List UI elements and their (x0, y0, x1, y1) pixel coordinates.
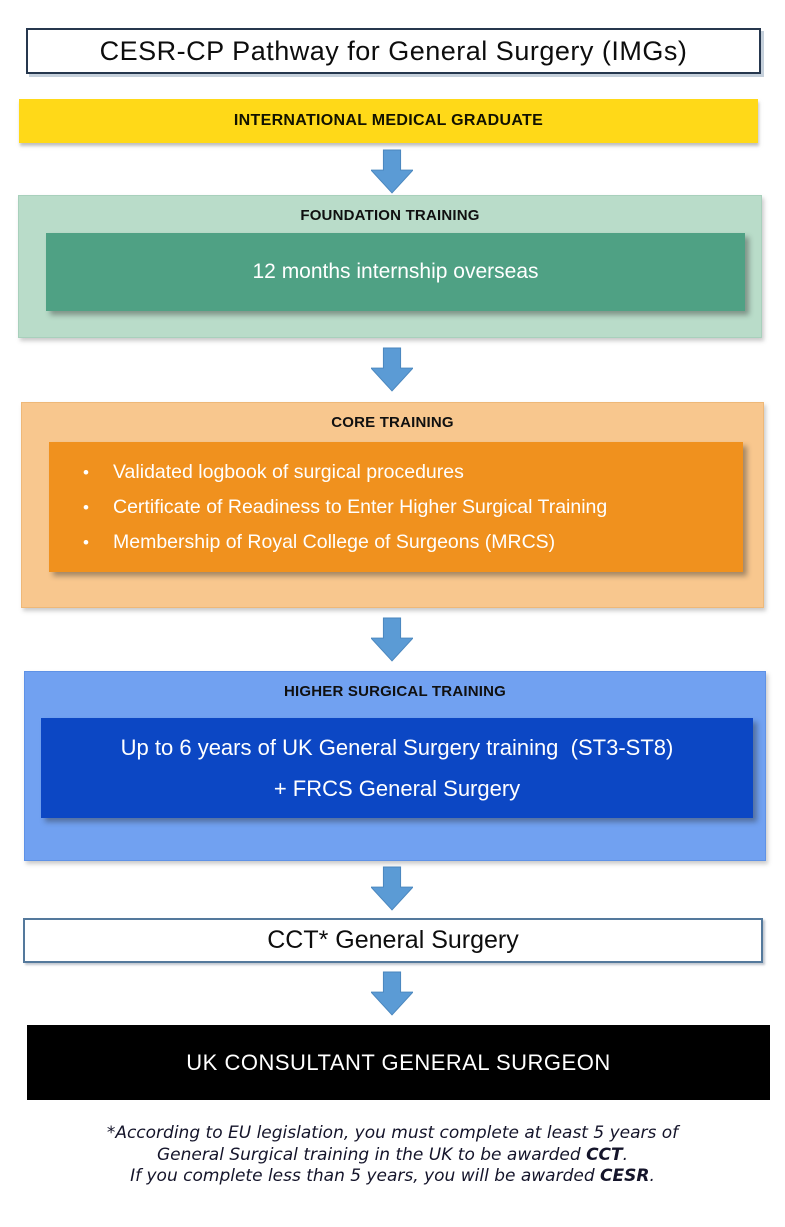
footnote-line-3: If you complete less than 5 years, you w… (0, 1166, 785, 1188)
core-requirement-text: Validated logbook of surgical procedures (113, 460, 464, 483)
footnote: *According to EU legislation, you must c… (0, 1123, 785, 1188)
stage-higher-surgical-training: HIGHER SURGICAL TRAINING Up to 6 years o… (24, 671, 766, 861)
stage-uk-consultant-general-surgeon: UK CONSULTANT GENERAL SURGEON (27, 1025, 770, 1100)
bullet-icon: • (83, 532, 89, 552)
footnote-bold-cesr: CESR (600, 1166, 650, 1186)
stage-international-medical-graduate: INTERNATIONAL MEDICAL GRADUATE (19, 99, 758, 143)
bullet-icon: • (83, 497, 89, 517)
footnote-text: *According to EU legislation, you must c… (106, 1123, 679, 1143)
core-training-header: CORE TRAINING (331, 414, 454, 431)
down-arrow-icon (369, 347, 415, 392)
core-requirement-text: Certificate of Readiness to Enter Higher… (113, 495, 608, 518)
down-arrow-icon (369, 149, 415, 194)
core-requirement-item: • Membership of Royal College of Surgeon… (77, 531, 743, 554)
footnote-line-1: *According to EU legislation, you must c… (0, 1123, 785, 1145)
stage-foundation-training: FOUNDATION TRAINING 12 months internship… (18, 195, 762, 338)
foundation-training-header: FOUNDATION TRAINING (300, 207, 480, 224)
down-arrow-icon (369, 971, 415, 1016)
down-arrow-icon (369, 866, 415, 911)
down-arrow-icon (369, 149, 415, 194)
footnote-text: . (622, 1144, 629, 1165)
title-box: CESR-CP Pathway for General Surgery (IMG… (26, 28, 761, 74)
down-arrow-icon (369, 617, 415, 662)
higher-training-detail-box: Up to 6 years of UK General Surgery trai… (41, 718, 753, 818)
down-arrow-icon (369, 971, 415, 1016)
footnote-text: General Surgical training in the UK to b… (156, 1144, 587, 1165)
bullet-icon: • (83, 462, 89, 482)
stage-core-training: CORE TRAINING • Validated logbook of sur… (21, 402, 764, 608)
footnote-bold-cct: CCT (586, 1144, 623, 1165)
consultant-label: UK CONSULTANT GENERAL SURGEON (186, 1049, 611, 1075)
footnote-text: . (649, 1166, 655, 1186)
foundation-detail-text: 12 months internship overseas (252, 260, 539, 283)
core-requirement-item: • Certificate of Readiness to Enter High… (77, 496, 743, 519)
foundation-detail-box: 12 months internship overseas (46, 233, 745, 311)
core-requirements-box: • Validated logbook of surgical procedur… (49, 442, 743, 572)
core-requirement-text: Membership of Royal College of Surgeons … (113, 530, 556, 553)
core-requirement-item: • Validated logbook of surgical procedur… (77, 461, 743, 484)
down-arrow-icon (369, 347, 415, 392)
down-arrow-icon (369, 617, 415, 662)
page-title: CESR-CP Pathway for General Surgery (IMG… (99, 35, 688, 66)
higher-surgical-training-header: HIGHER SURGICAL TRAINING (283, 683, 507, 700)
stage-cct-general-surgery: CCT* General Surgery (23, 918, 763, 963)
down-arrow-icon (369, 866, 415, 911)
higher-training-line1: Up to 6 years of UK General Surgery trai… (120, 734, 674, 760)
stage-img-label: INTERNATIONAL MEDICAL GRADUATE (233, 112, 544, 129)
footnote-text: If you complete less than 5 years, you w… (130, 1166, 601, 1186)
footnote-line-2: General Surgical training in the UK to b… (0, 1145, 785, 1167)
higher-training-line2: + FRCS General Surgery (273, 775, 521, 801)
cct-label: CCT* General Surgery (267, 926, 519, 954)
